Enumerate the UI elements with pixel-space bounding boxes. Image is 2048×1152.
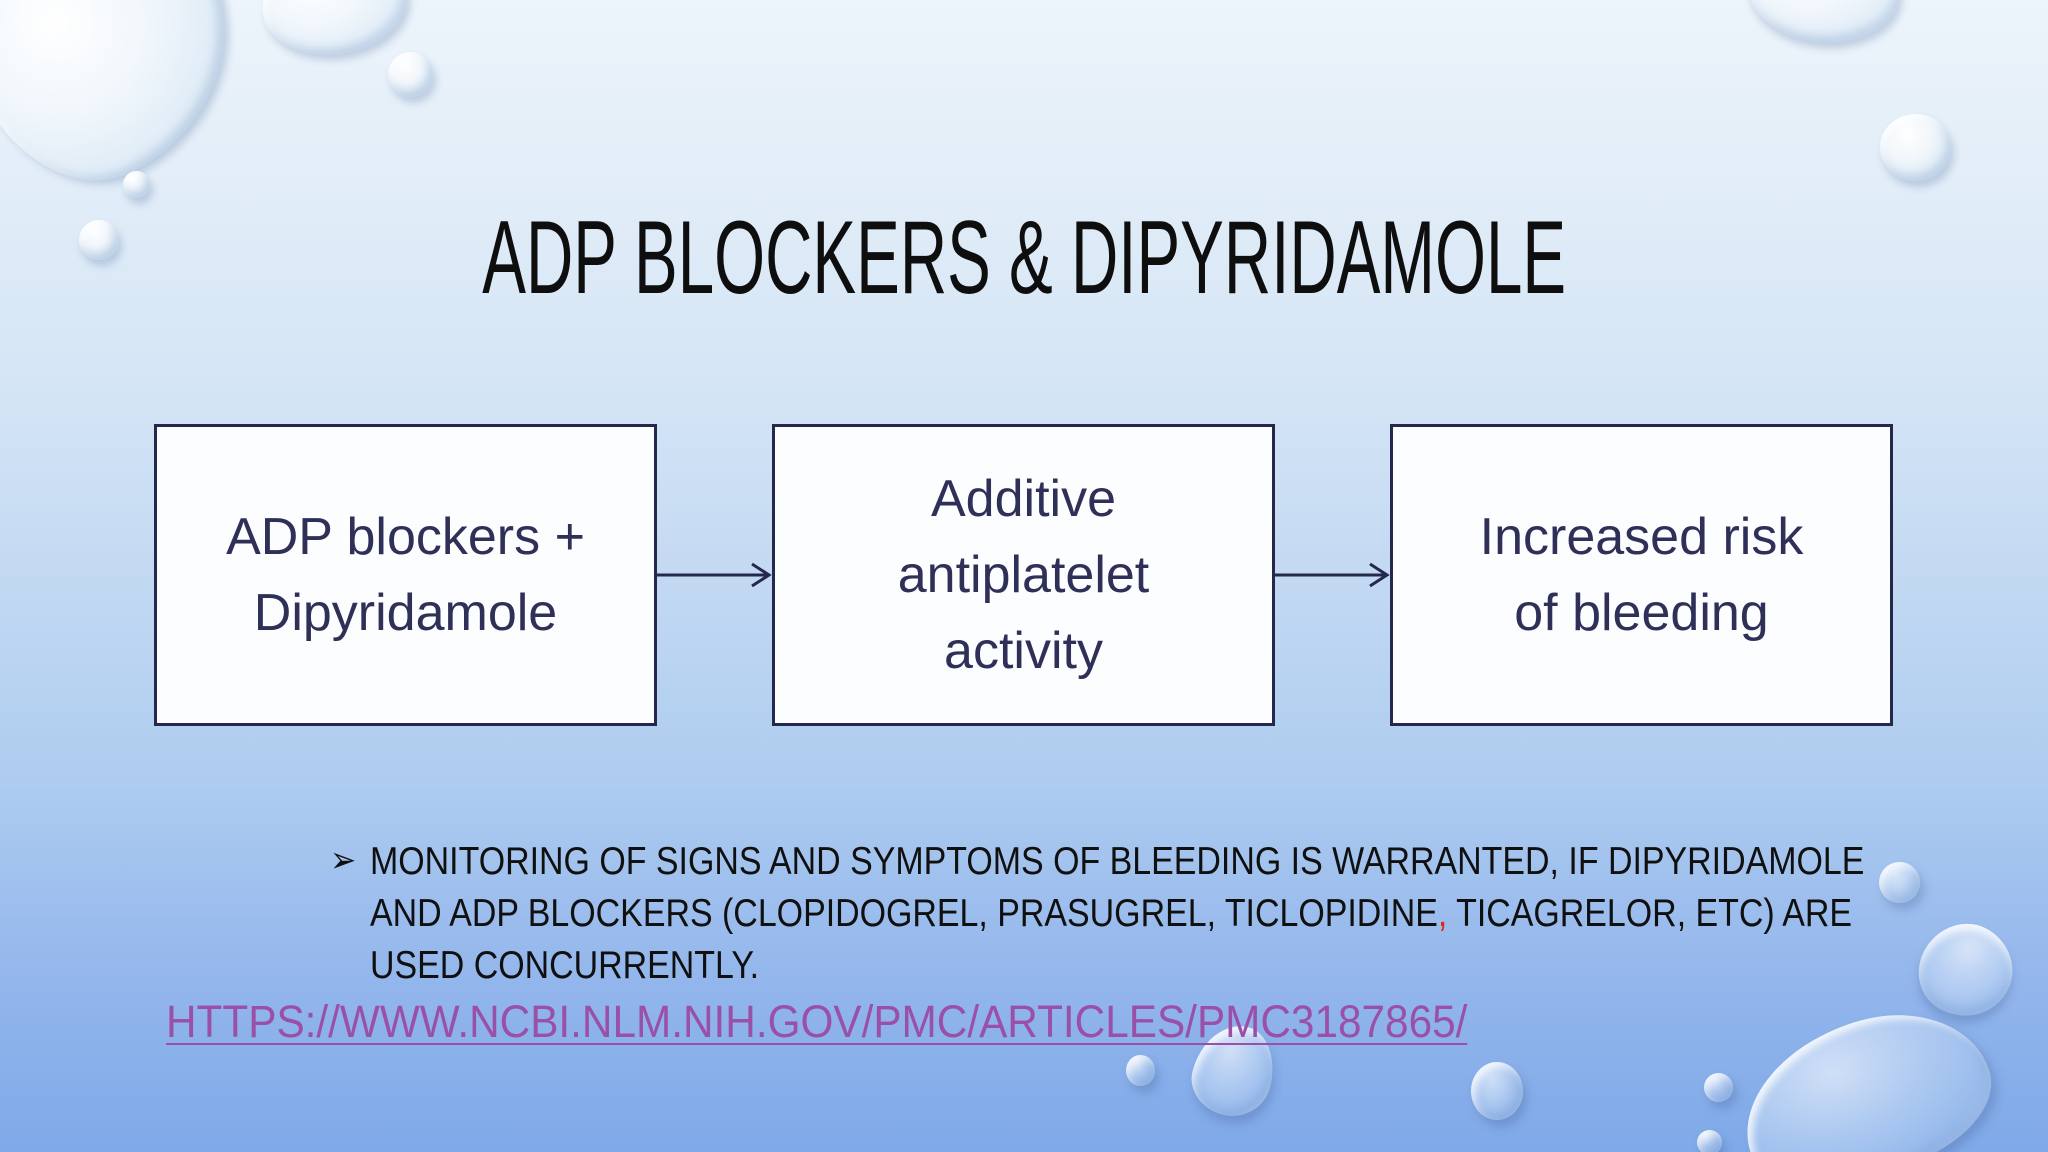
flow-arrow-icon (656, 562, 772, 588)
water-droplet (1880, 114, 1951, 181)
water-droplet (1697, 1130, 1722, 1152)
diagram-box-additive-antiplatelet-activity: Additive antiplatelet activity (772, 424, 1275, 726)
note-line: USED CONCURRENTLY. (370, 944, 760, 987)
flow-arrow-icon (1274, 562, 1390, 588)
note-line: AND ADP BLOCKERS (CLOPIDOGREL, PRASUGREL… (370, 892, 1853, 935)
diagram-box-increased-risk-of-bleeding: Increased risk of bleeding (1390, 424, 1893, 726)
water-droplet (1879, 862, 1920, 903)
water-droplet (255, 0, 414, 64)
slide-title: ADP BLOCKERS & DIPYRIDAMOLE (482, 199, 1566, 316)
arrowhead-bullet-icon: ➢ (330, 839, 357, 880)
water-droplet (123, 171, 150, 198)
water-droplet (1744, 0, 1904, 48)
note-paragraph: ➢ MONITORING OF SIGNS AND SYMPTOMS OF BL… (330, 836, 1896, 992)
water-droplet (79, 220, 119, 260)
water-droplet (1471, 1062, 1523, 1120)
water-droplet (1902, 906, 2030, 1035)
diagram-box-adp-blockers-dipyridamole: ADP blockers + Dipyridamole (154, 424, 657, 726)
water-droplet (1126, 1055, 1155, 1086)
water-droplet (1704, 1073, 1733, 1102)
source-link[interactable]: HTTPS://WWW.NCBI.NLM.NIH.GOV/PMC/ARTICLE… (166, 996, 1468, 1047)
note-text: MONITORING OF SIGNS AND SYMPTOMS OF BLEE… (370, 836, 1896, 992)
water-droplet (388, 52, 433, 97)
note-line: MONITORING OF SIGNS AND SYMPTOMS OF BLEE… (370, 840, 1865, 883)
